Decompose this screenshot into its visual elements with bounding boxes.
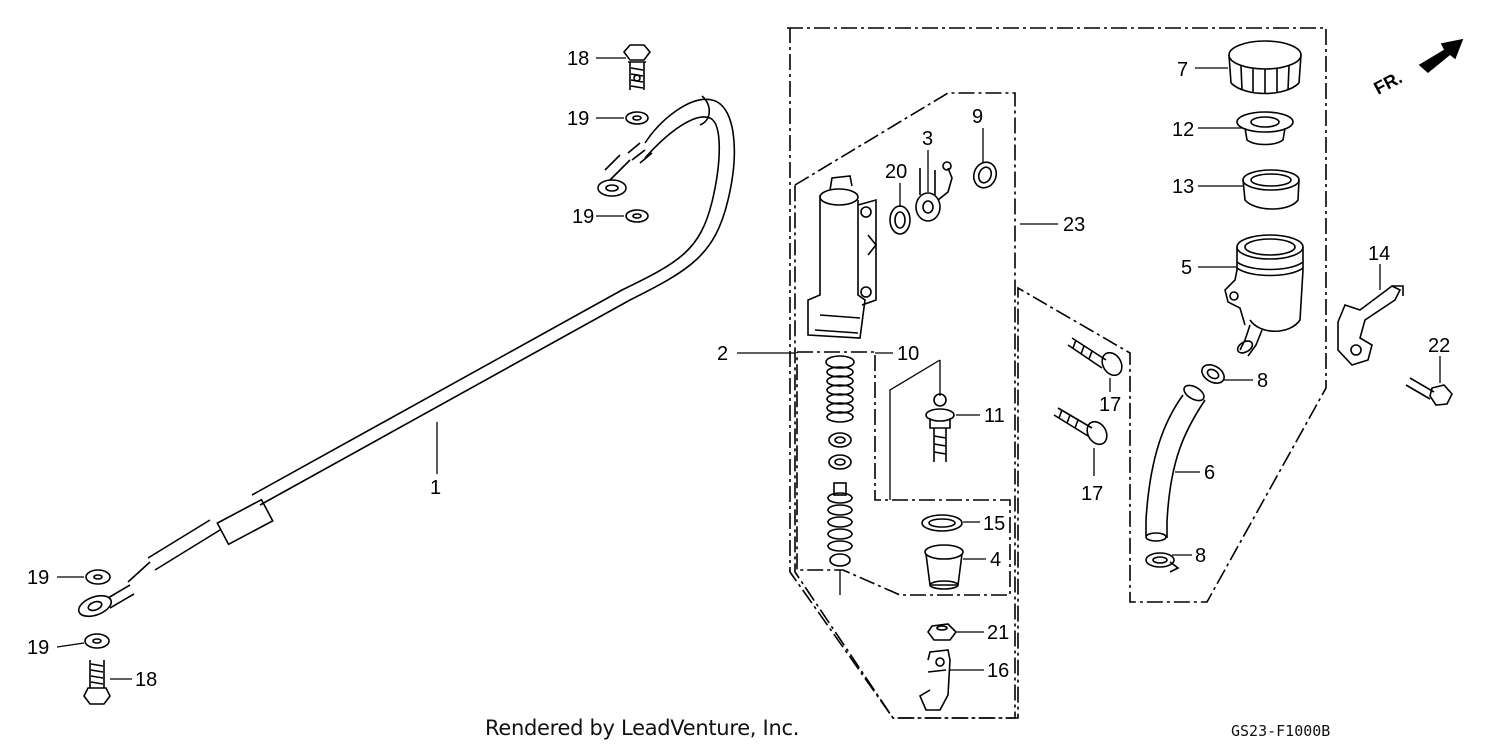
callout-15: 15 bbox=[983, 513, 1005, 535]
reservoir-hose-icon bbox=[1145, 384, 1206, 542]
reservoir-cap-icon bbox=[1228, 40, 1302, 95]
diagram-code: GS23-F1000B bbox=[1231, 722, 1331, 740]
push-rod-icon bbox=[925, 393, 955, 462]
callout-21: 21 bbox=[987, 622, 1009, 644]
callout-3: 3 bbox=[922, 128, 933, 150]
bracket-icon bbox=[1337, 285, 1404, 366]
bolt-icon bbox=[1067, 337, 1123, 377]
callout-1: 1 bbox=[430, 477, 441, 499]
callout-7: 7 bbox=[1177, 59, 1188, 81]
diaphragm-plate-icon bbox=[1236, 111, 1294, 146]
footer-credit: Rendered by LeadVenture, Inc. bbox=[485, 716, 800, 740]
callout-13: 13 bbox=[1172, 176, 1194, 198]
diaphragm-icon bbox=[1242, 169, 1300, 210]
callout-10: 10 bbox=[897, 343, 919, 365]
callout-5: 5 bbox=[1181, 257, 1192, 279]
bolt-icon bbox=[1053, 407, 1108, 446]
callout-14: 14 bbox=[1368, 243, 1390, 265]
callout-22: 22 bbox=[1428, 335, 1450, 357]
sealing-washer-icon bbox=[625, 111, 649, 125]
banjo-bolt-icon bbox=[83, 660, 111, 705]
circlip-icon bbox=[921, 514, 963, 532]
assembly-outline-23 bbox=[787, 27, 1327, 719]
spring-icon bbox=[825, 355, 855, 423]
callout-2: 2 bbox=[717, 343, 728, 365]
callout-17a: 17 bbox=[1099, 394, 1121, 416]
front-direction-label: FR. bbox=[1370, 67, 1405, 98]
reservoir-icon bbox=[1224, 234, 1304, 357]
hose-joint-icon bbox=[915, 161, 953, 222]
piston-cup-icon bbox=[828, 454, 852, 470]
banjo-bolt-icon bbox=[622, 44, 652, 90]
callout-9: 9 bbox=[972, 106, 983, 128]
clevis-joint-icon bbox=[918, 649, 951, 711]
hose-clip-icon bbox=[1201, 364, 1225, 384]
sealing-washer-icon bbox=[625, 209, 649, 223]
callout-4: 4 bbox=[990, 549, 1001, 571]
front-direction-arrow-icon bbox=[1418, 38, 1464, 74]
callout-labels: 1 2 3 4 5 6 7 8 8 9 10 11 12 13 14 15 16… bbox=[27, 48, 1450, 691]
callout-17b: 17 bbox=[1081, 483, 1103, 505]
callout-19a: 19 bbox=[567, 108, 589, 130]
brake-hose-icon bbox=[77, 95, 736, 618]
assembly-outline-2 bbox=[794, 92, 1016, 719]
callout-18a: 18 bbox=[567, 48, 589, 70]
callout-20: 20 bbox=[885, 161, 907, 183]
callout-19c: 19 bbox=[27, 567, 49, 589]
callout-6: 6 bbox=[1204, 462, 1215, 484]
bolt-icon bbox=[1405, 377, 1453, 406]
callout-18b: 18 bbox=[135, 669, 157, 691]
callout-23: 23 bbox=[1063, 214, 1085, 236]
callout-11: 11 bbox=[984, 405, 1005, 427]
callout-19d: 19 bbox=[27, 637, 49, 659]
boot-icon bbox=[924, 544, 964, 590]
piston-icon bbox=[827, 482, 853, 567]
leader-lines bbox=[56, 57, 1441, 680]
callout-8a: 8 bbox=[1257, 370, 1268, 392]
sealing-washer-icon bbox=[84, 633, 110, 649]
seal-kit-outline bbox=[796, 351, 1011, 596]
callout-19b: 19 bbox=[572, 206, 594, 228]
circlip-icon bbox=[972, 161, 998, 189]
callout-8b: 8 bbox=[1195, 545, 1206, 567]
callout-16: 16 bbox=[987, 660, 1009, 682]
callout-12: 12 bbox=[1172, 119, 1194, 141]
master-cylinder-body-icon bbox=[807, 175, 878, 339]
nut-icon bbox=[927, 623, 958, 641]
o-ring-icon bbox=[889, 205, 911, 235]
sealing-washer-icon bbox=[85, 569, 111, 585]
hose-clip-icon bbox=[1145, 552, 1180, 573]
piston-cup-icon bbox=[828, 432, 852, 448]
